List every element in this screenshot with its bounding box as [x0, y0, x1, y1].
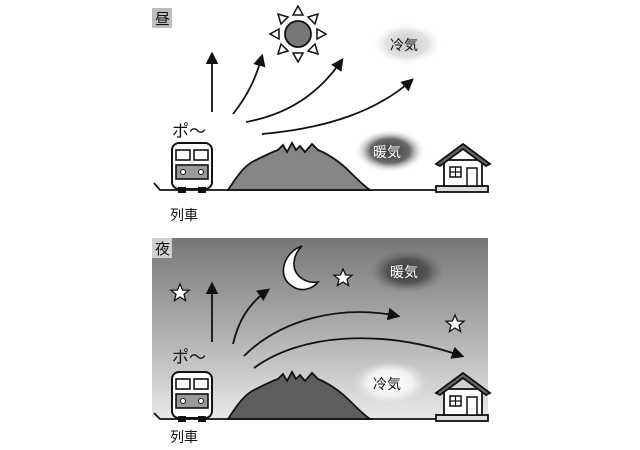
cold-air-glow [352, 361, 428, 405]
crescent-moon-icon [282, 245, 320, 291]
sun-icon [268, 4, 328, 64]
night-panel: 夜 暖気 冷気 ポ〜 列車 [152, 238, 491, 446]
star-icon [332, 267, 354, 288]
day-warm-air-label: 暖気 [373, 145, 401, 161]
day-tag: 昼 [155, 10, 170, 28]
cold-air-glow [371, 22, 443, 66]
night-tag-box [152, 238, 172, 258]
night-train-label: 列車 [170, 429, 198, 446]
day-train-label: 列車 [170, 207, 198, 224]
night-cold-air-label: 冷気 [373, 377, 401, 393]
sound-path-arrow [232, 53, 266, 115]
train-icon [171, 371, 213, 423]
night-ground-strip [152, 418, 488, 426]
mountain-icon [226, 141, 373, 191]
sound-path-arrow [261, 78, 414, 135]
sound-path-arrow [243, 307, 401, 357]
mountain-icon [226, 370, 373, 420]
night-sound-paths [205, 281, 465, 369]
night-tag: 夜 [155, 240, 170, 258]
ground-line [153, 182, 488, 191]
day-panel: 昼 冷気 暖気 ポ〜 [152, 4, 491, 224]
day-cold-air-label: 冷気 [390, 38, 418, 54]
sound-path-arrow [253, 337, 465, 369]
day-tag-box [152, 8, 172, 28]
ground-line [153, 412, 488, 420]
day-sound-label: ポ〜 [172, 122, 206, 142]
night-sound-label: ポ〜 [172, 348, 206, 368]
warm-air-glow [354, 129, 426, 173]
house-icon [435, 143, 491, 193]
warm-air-glow [369, 249, 445, 293]
star-icon [444, 313, 466, 334]
star-icon [169, 282, 191, 303]
sound-path-arrow [245, 57, 344, 123]
day-sound-paths [205, 51, 414, 135]
night-warm-air-label: 暖気 [390, 265, 418, 281]
train-icon [171, 142, 213, 194]
sound-path-arrow [232, 288, 271, 345]
